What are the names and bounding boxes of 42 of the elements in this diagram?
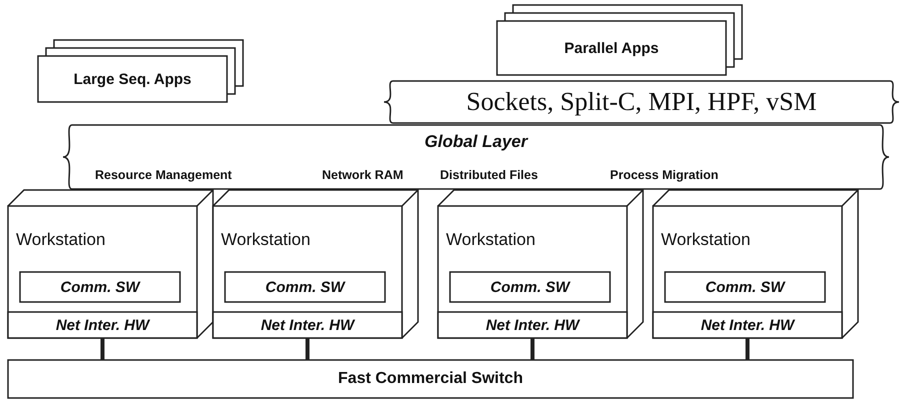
box-label: Comm. SW: [60, 278, 140, 296]
box-label: Fast Commercial Switch: [338, 370, 523, 388]
box-label: Net Inter. HW: [260, 316, 354, 334]
box-label: Sockets, Split-C, MPI, HPF, vSM: [466, 87, 817, 117]
box-label: Workstation: [221, 230, 310, 249]
box-label: Workstation: [16, 230, 106, 249]
application-stack: [497, 5, 742, 75]
global-layer-box: [62, 124, 890, 190]
service-label: Distributed Files: [440, 168, 538, 182]
interface-box: [8, 312, 197, 338]
box-label: Net Inter. HW: [700, 316, 794, 334]
box-label: Workstation: [661, 230, 750, 249]
interface-box: [653, 312, 842, 338]
box-label: Net Inter. HW: [486, 316, 580, 334]
service-label: Network RAM: [322, 168, 404, 182]
library-box: [383, 80, 900, 124]
layer-title: Global Layer: [424, 132, 528, 151]
box-label: Large Seq. Apps: [74, 70, 192, 88]
box-label: Parallel Apps: [564, 40, 659, 56]
software-box: [450, 272, 610, 302]
workstation-box: [653, 190, 858, 338]
service-label: Process Migration: [610, 168, 718, 182]
box-label: Comm. SW: [705, 278, 785, 296]
connector-line: [746, 338, 750, 360]
workstation-box: [438, 190, 643, 338]
switch-box: [8, 360, 853, 398]
connector-line: [100, 338, 104, 360]
connector-line: [530, 338, 534, 360]
software-box: [20, 272, 180, 302]
workstation-box: [8, 190, 213, 338]
box-label: Workstation: [446, 230, 536, 249]
software-box: [225, 272, 385, 302]
interface-box: [213, 312, 402, 338]
box-label: Comm. SW: [265, 278, 345, 296]
service-label: Resource Management: [95, 168, 232, 182]
connector-line: [306, 338, 310, 360]
workstation-box: [213, 190, 418, 338]
box-label: Net Inter. HW: [56, 316, 150, 334]
software-box: [665, 272, 825, 302]
application-stack: [38, 40, 243, 102]
box-label: Comm. SW: [490, 278, 570, 296]
interface-box: [438, 312, 627, 338]
